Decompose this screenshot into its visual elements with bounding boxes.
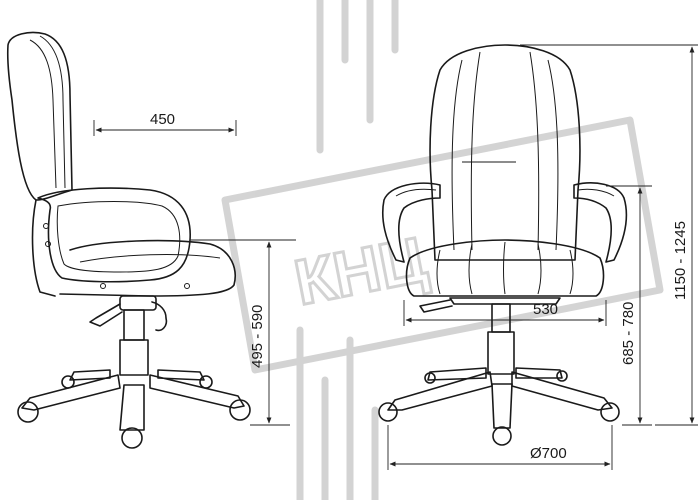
dimension-seat-height: 495 - 590 <box>190 239 296 426</box>
watermark-logo: КНЦ <box>221 0 664 500</box>
wheel-icon <box>424 372 436 384</box>
dimension-armrest-height: 685 - 780 <box>606 185 652 426</box>
dimension-label-armrest-height: 685 - 780 <box>620 302 637 365</box>
wheel-icon <box>17 401 39 423</box>
dimension-label-base-diameter: Ø700 <box>530 445 567 462</box>
dimension-total-height: 1150 - 1245 <box>520 44 698 426</box>
wheel-icon <box>61 375 75 389</box>
wheel-icon <box>492 426 512 446</box>
dimension-label-seat-depth: 450 <box>150 111 175 128</box>
wheel-icon <box>199 375 213 389</box>
dimension-label-seat-width: 530 <box>533 301 558 318</box>
front-view-chair <box>378 44 628 446</box>
wheel-icon <box>229 399 251 421</box>
dimension-label-total-height: 1150 - 1245 <box>672 221 689 300</box>
rivet-icon <box>45 241 51 247</box>
dimension-seat-depth: 450 <box>93 111 237 136</box>
rivet-icon <box>43 223 49 229</box>
rivet-icon <box>100 283 106 289</box>
rivet-icon <box>184 283 190 289</box>
wheel-icon <box>600 402 620 422</box>
dimension-base-diameter: Ø700 <box>387 425 613 470</box>
dimension-label-seat-height: 495 - 590 <box>249 305 266 368</box>
watermark-text: КНЦ <box>289 223 433 319</box>
dimension-seat-width: 530 <box>403 300 607 326</box>
side-view-chair <box>6 31 251 449</box>
wheel-icon <box>378 402 398 422</box>
wheel-icon <box>556 370 568 382</box>
wheel-icon <box>121 427 143 449</box>
